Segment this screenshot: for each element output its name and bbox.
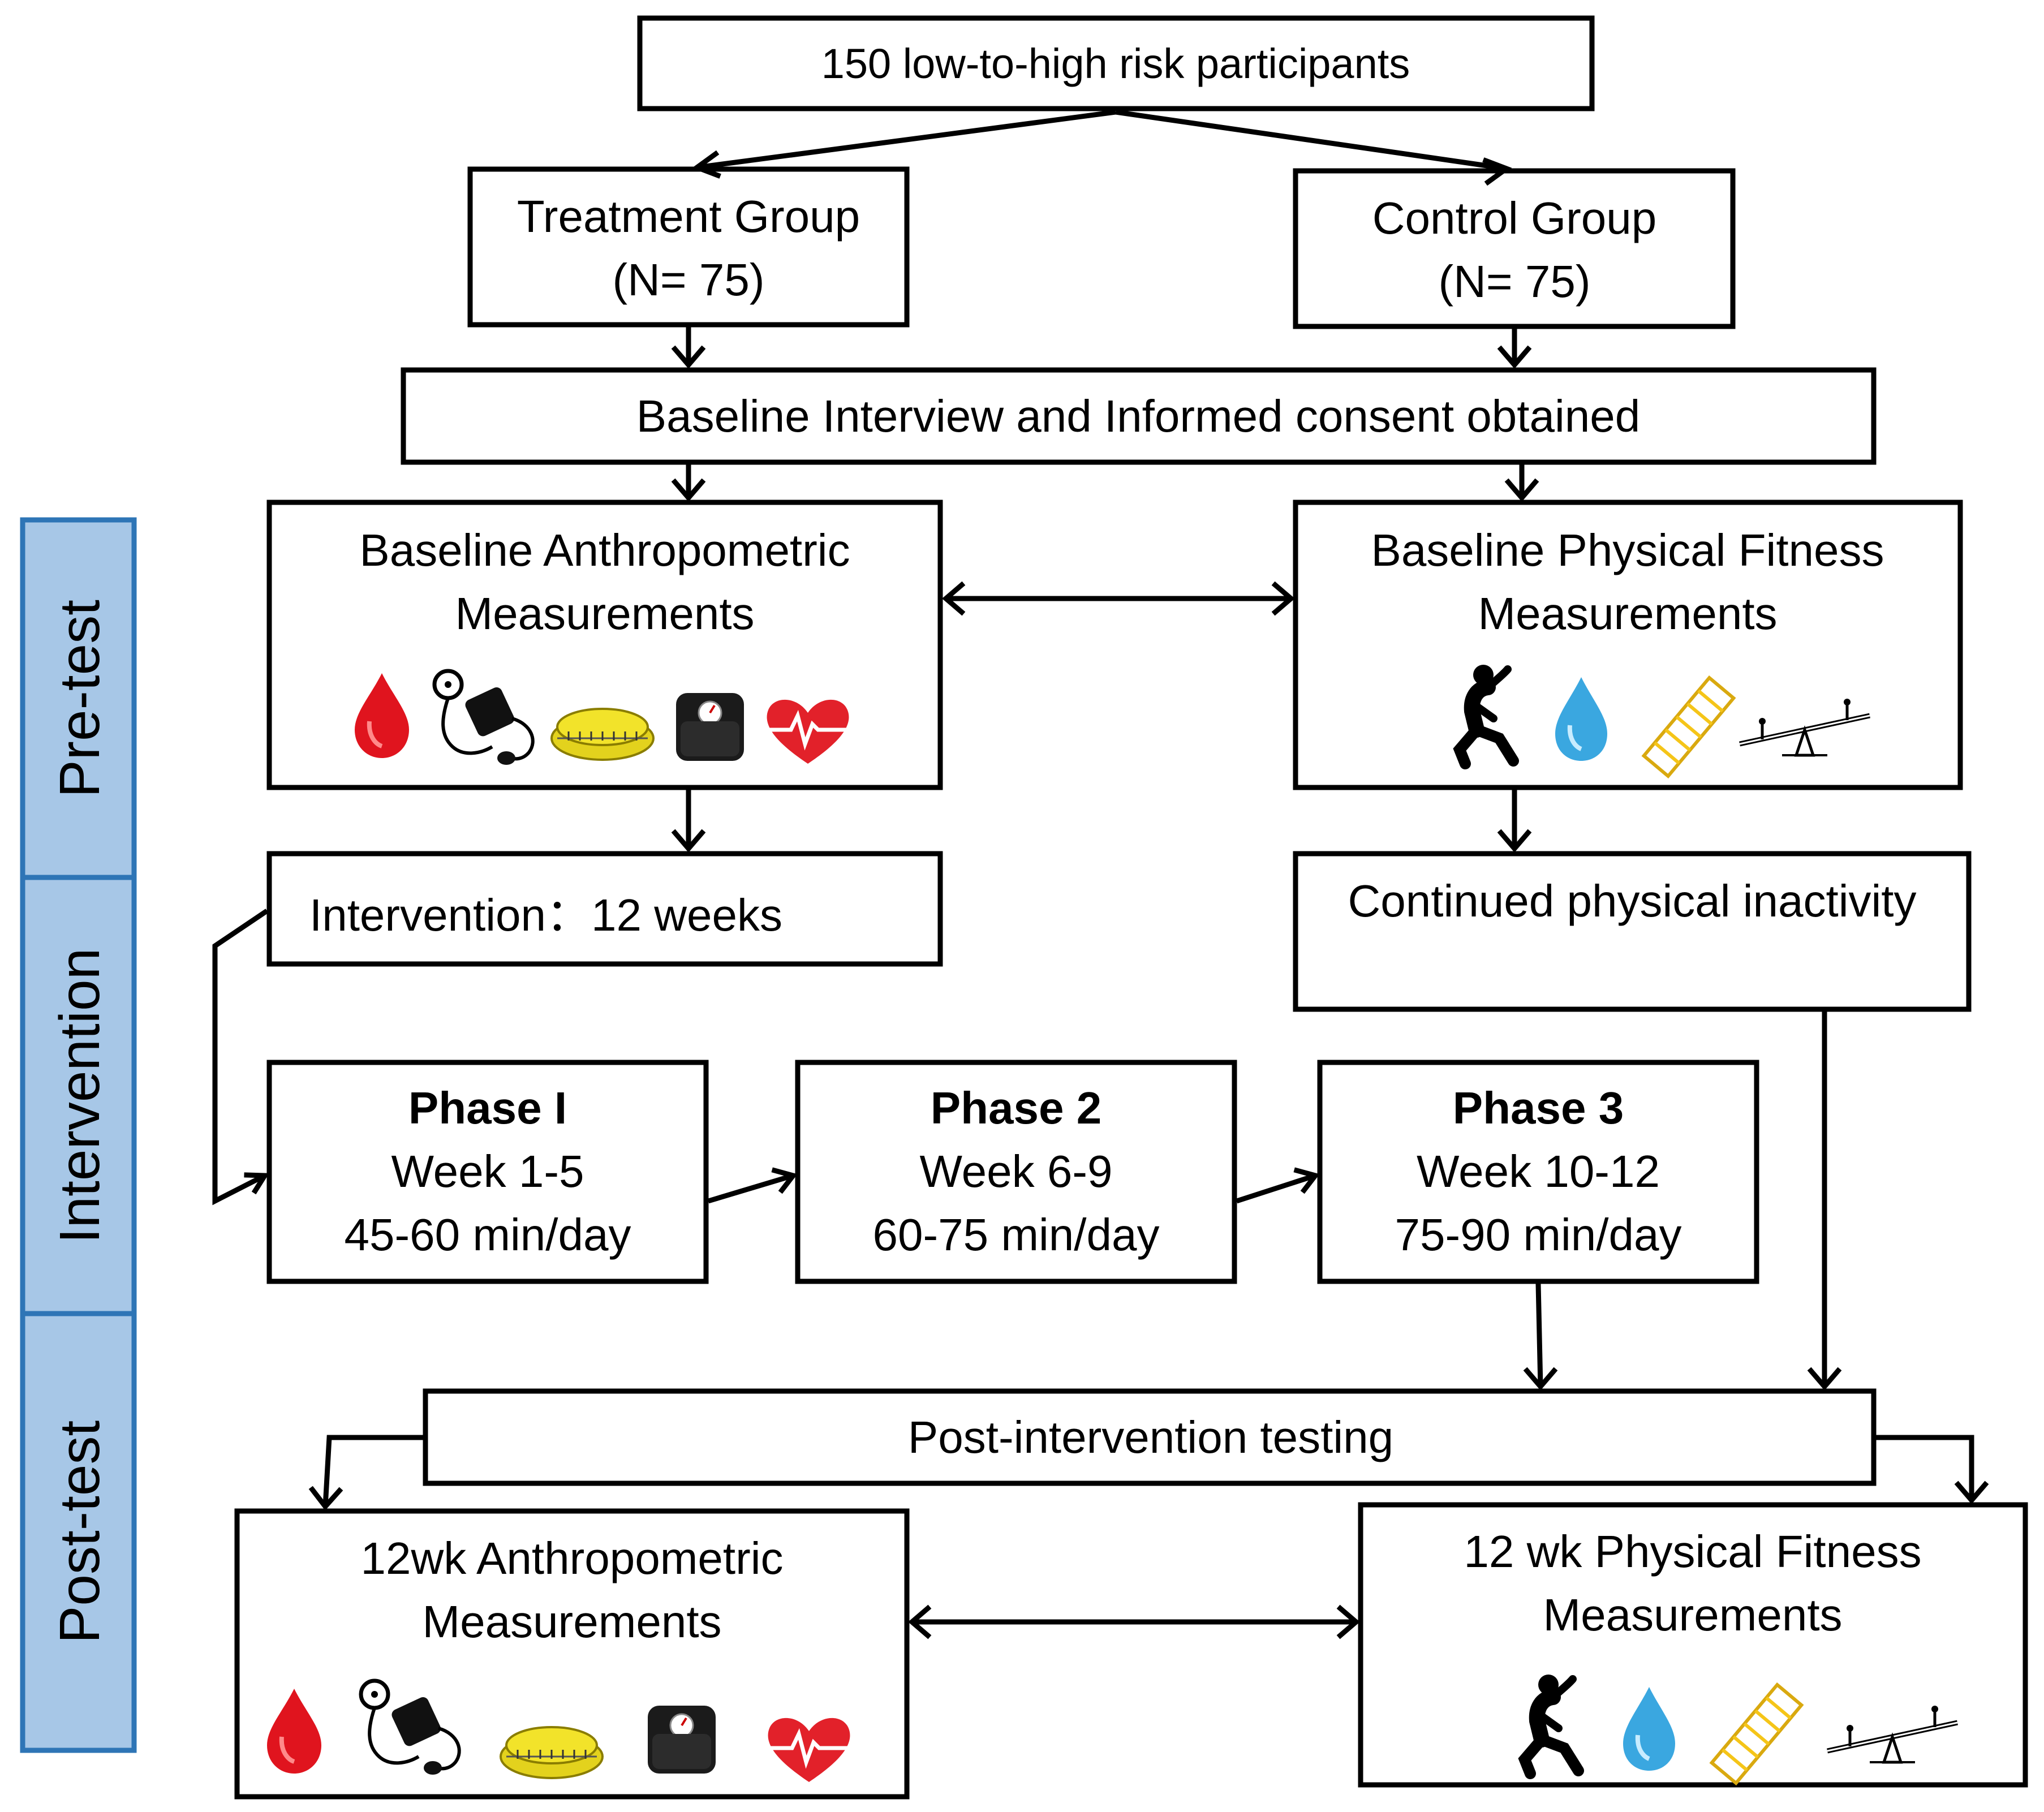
phase-1-duration: 45-60 min/day xyxy=(345,1210,631,1260)
phase-2-title: Phase 2 xyxy=(931,1083,1101,1133)
side-label-post-test: Post-test xyxy=(20,1311,137,1753)
post-anthropometric-title: 12wk Anthropometric xyxy=(360,1533,783,1583)
phase-2-duration: 60-75 min/day xyxy=(873,1210,1160,1260)
phase-2-weeks: Week 6-9 xyxy=(920,1146,1113,1196)
weight-scale-icon xyxy=(647,1705,717,1775)
tape-measure-icon xyxy=(500,1726,604,1779)
baseline-anthropometric-title: Baseline Anthropometric xyxy=(359,525,850,575)
phase-3-duration: 75-90 min/day xyxy=(1395,1210,1682,1260)
treatment-group-box: Treatment Group (N= 75) xyxy=(467,166,910,328)
treatment-group-n: (N= 75) xyxy=(613,255,765,305)
phase-3-box: Phase 3 Week 10-12 75-90 min/day xyxy=(1317,1060,1759,1284)
phase-3-weeks: Week 10-12 xyxy=(1417,1146,1660,1196)
control-group-n: (N= 75) xyxy=(1439,256,1591,307)
side-label-pre-test: Pre-test xyxy=(20,517,137,880)
baseline-fitness-title: Baseline Physical Fitness xyxy=(1371,525,1884,575)
inactivity-text: Continued physical inactivity xyxy=(1348,876,1917,926)
phase-2-box: Phase 2 Week 6-9 60-75 min/day xyxy=(795,1060,1237,1284)
participants-text: 150 low-to-high risk participants xyxy=(821,40,1410,87)
post-anthropometric-subtitle: Measurements xyxy=(422,1596,721,1647)
post-anthropometric-box: 12wk Anthropometric Measurements xyxy=(234,1508,910,1800)
connector-lines xyxy=(212,109,1989,1639)
pre-test-label: Pre-test xyxy=(48,600,111,798)
control-group-box: Control Group (N= 75) xyxy=(1293,168,1736,329)
control-group-title: Control Group xyxy=(1372,193,1656,243)
baseline-fitness-box: Baseline Physical Fitness Measurements xyxy=(1293,500,1963,790)
inactivity-box: Continued physical inactivity xyxy=(1293,851,1972,1012)
post-testing-box: Post-intervention testing xyxy=(423,1388,1877,1486)
phase-1-title: Phase I xyxy=(408,1083,567,1133)
treatment-group-title: Treatment Group xyxy=(517,191,860,242)
post-test-label: Post-test xyxy=(48,1421,111,1644)
participants-box: 150 low-to-high risk participants xyxy=(637,15,1595,111)
intervention-label: Intervention xyxy=(48,948,111,1244)
post-fitness-subtitle: Measurements xyxy=(1543,1590,1842,1640)
post-testing-text: Post-intervention testing xyxy=(908,1412,1393,1462)
baseline-fitness-subtitle: Measurements xyxy=(1478,588,1777,639)
side-label-intervention: Intervention xyxy=(20,875,137,1316)
post-fitness-title: 12 wk Physical Fitness xyxy=(1464,1526,1921,1577)
tape-measure-icon xyxy=(550,708,655,761)
baseline-interview-text: Baseline Interview and Informed consent … xyxy=(636,391,1640,441)
post-fitness-box: 12 wk Physical Fitness Measurements xyxy=(1358,1502,2028,1788)
intervention-text: Intervention：12 weeks xyxy=(309,890,782,940)
weight-scale-icon xyxy=(675,692,745,762)
baseline-anthropometric-subtitle: Measurements xyxy=(455,588,754,639)
phase-3-title: Phase 3 xyxy=(1453,1083,1624,1133)
phase-1-box: Phase I Week 1-5 45-60 min/day xyxy=(266,1060,709,1284)
phase-1-weeks: Week 1-5 xyxy=(391,1146,584,1196)
intervention-box: Intervention：12 weeks xyxy=(266,851,943,967)
baseline-interview-box: Baseline Interview and Informed consent … xyxy=(401,367,1877,465)
baseline-anthropometric-box: Baseline Anthropometric Measurements xyxy=(266,500,943,790)
